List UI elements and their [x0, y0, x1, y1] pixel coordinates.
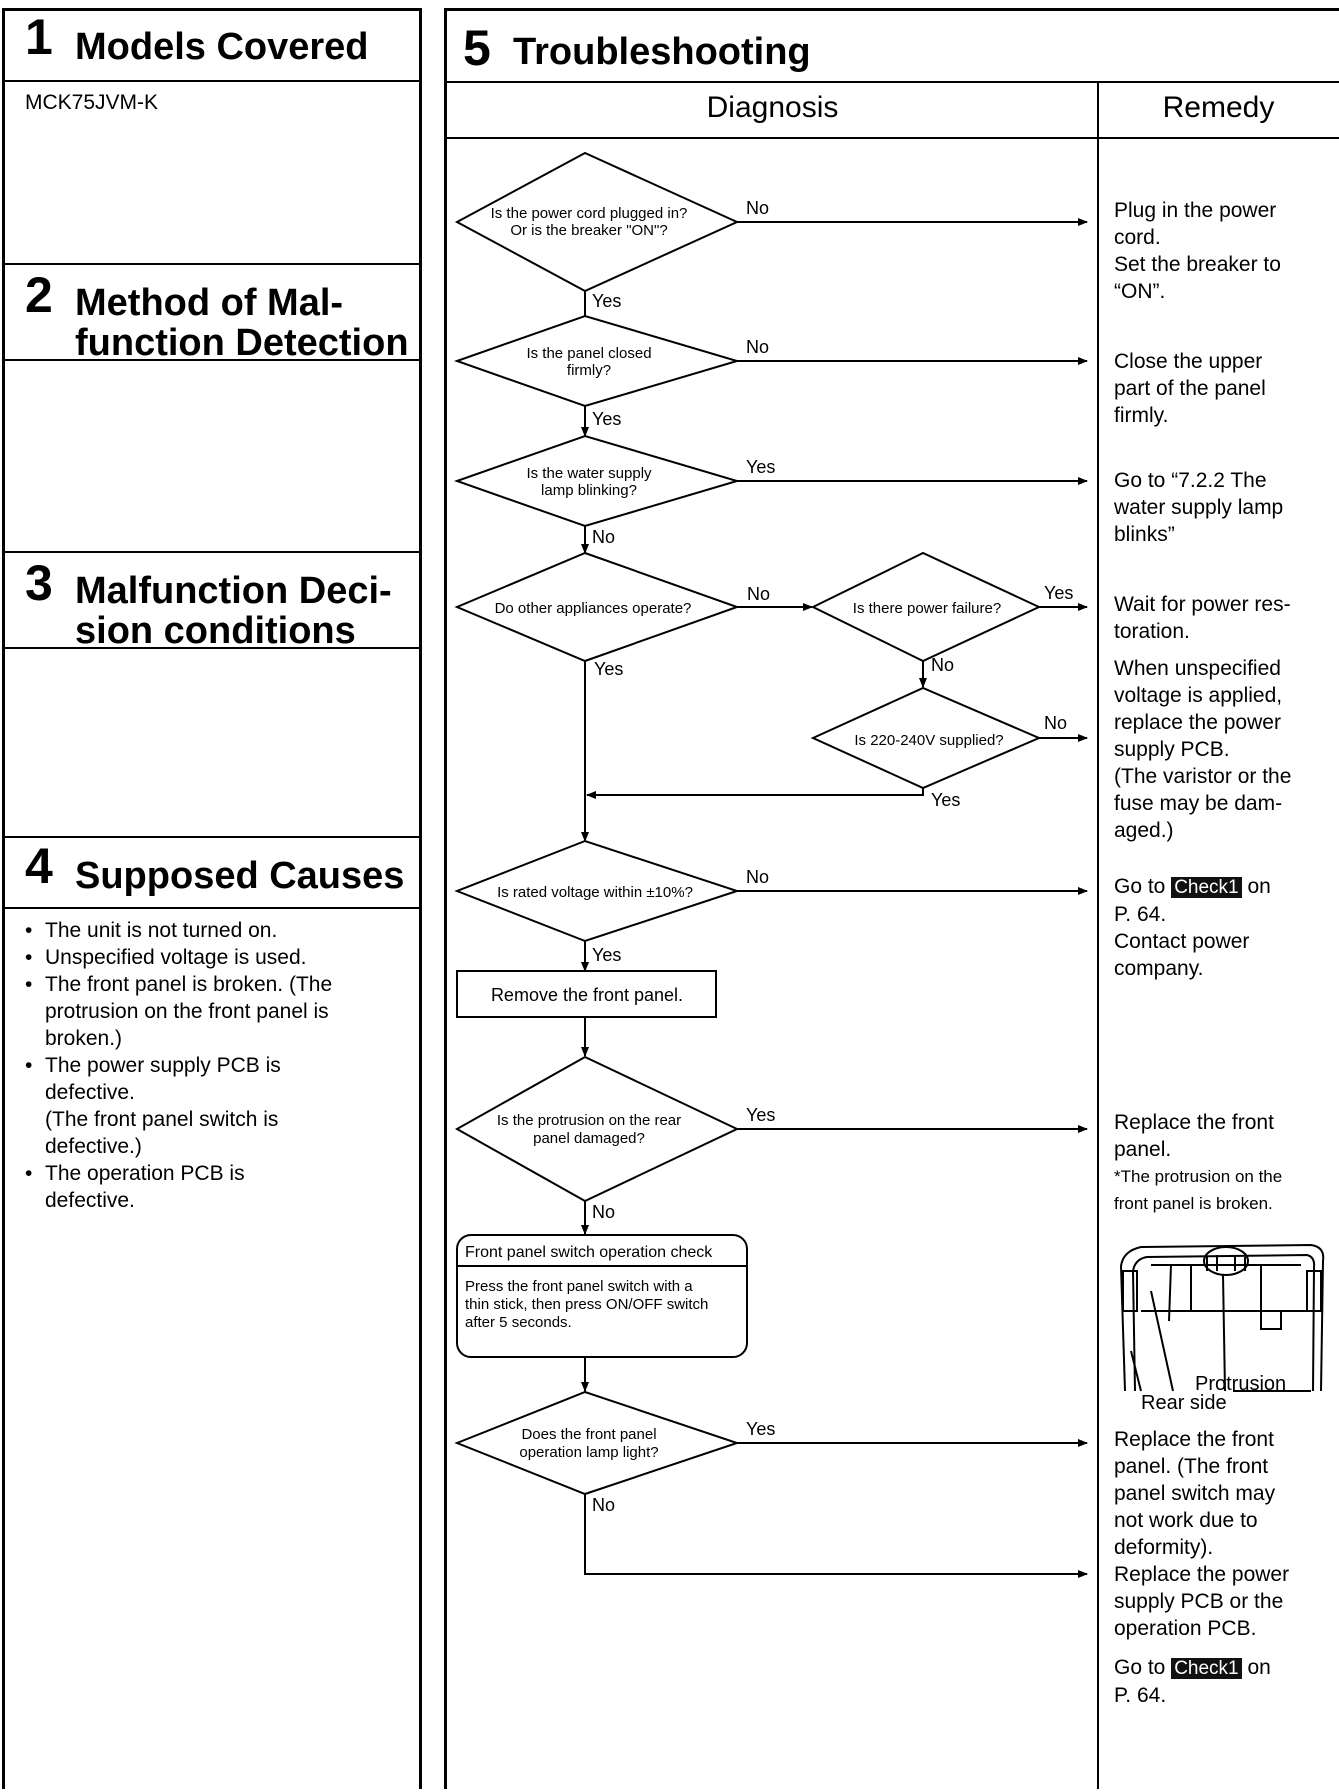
d1-yes-label: Yes: [592, 291, 621, 311]
d6-label: Is 220-240V supplied?: [854, 732, 1003, 749]
remedy-check1-rated-voltage: Go to Check1 on P. 64. Contact power com…: [1114, 875, 1271, 980]
d9-label-line1: Does the front panel: [521, 1426, 656, 1443]
remedy-plug-in: Plug in the power cord. Set the breaker …: [1114, 199, 1281, 303]
d3-label-line2: lamp blinking?: [541, 482, 637, 499]
section-decision-conditions-title: 3 Malfunction Deci- sion conditions: [5, 553, 419, 652]
check-title: Front panel switch operation check: [465, 1244, 713, 1261]
remedy-water-lamp: Go to “7.2.2 The water supply lamp blink…: [1114, 469, 1284, 546]
remedy-check1-final: Go to Check1 on P. 64.: [1114, 1656, 1271, 1707]
section-divider: [5, 836, 419, 838]
d7-label: Is rated voltage within ±10%?: [497, 884, 693, 901]
decision-operation-lamp: [454, 1390, 741, 1496]
decision-protrusion-damaged: [454, 1055, 740, 1203]
d1-label-line1: Is the power cord plugged in?: [491, 205, 688, 222]
d5-no-label: No: [931, 655, 954, 675]
section-supposed-causes-title: 4 Supposed Causes: [5, 838, 419, 909]
d2-label-line1: Is the panel closed: [526, 345, 651, 362]
check-body-line1: Press the front panel switch with a: [465, 1278, 693, 1295]
check1-reference-link[interactable]: Check1: [1171, 877, 1242, 898]
box1-label: Remove the front panel.: [491, 985, 683, 1005]
d6-yes-label: Yes: [931, 790, 960, 810]
d2-yes-label: Yes: [592, 409, 621, 429]
d3-yes-label: Yes: [746, 457, 775, 477]
troubleshooting-flowchart: Is the power cord plugged in? Or is the …: [453, 151, 1088, 1578]
d4-yes-label: Yes: [594, 659, 623, 679]
section-divider: [5, 551, 419, 553]
d9-no-label: No: [592, 1495, 615, 1515]
d7-yes-label: Yes: [592, 945, 621, 965]
d8-yes-label: Yes: [746, 1105, 775, 1125]
d1-label-line2: Or is the breaker "ON"?: [510, 222, 667, 239]
remedy-replace-front-panel: Replace the front panel. *The protrusion…: [1114, 1111, 1283, 1213]
d5-yes-label: Yes: [1044, 583, 1073, 603]
cause-item: The unit is not turned on.: [25, 917, 420, 944]
d2-label-line2: firmly?: [567, 362, 611, 379]
d1-no-label: No: [746, 198, 769, 218]
d9-label-line2: operation lamp light?: [519, 1444, 658, 1461]
d9-yes-label: Yes: [746, 1419, 775, 1439]
check-body-line2: thin stick, then press ON/OFF switch: [465, 1296, 708, 1313]
remedy-unspecified-voltage: When unspecified voltage is applied, rep…: [1114, 657, 1292, 842]
d5-label: Is there power failure?: [853, 600, 1001, 617]
check-body-line3: after 5 seconds.: [465, 1314, 572, 1331]
d8-label-line2: panel damaged?: [533, 1130, 645, 1147]
column-divider: [1097, 81, 1099, 1789]
cause-item: Unspecified voltage is used.: [25, 944, 420, 971]
d7-no-label: No: [746, 867, 769, 887]
table-header-row: Diagnosis Remedy: [447, 81, 1339, 139]
remedy-header: Remedy: [1162, 91, 1275, 124]
models-covered-value: MCK75JVM-K: [25, 91, 159, 114]
fig-protrusion-label: Protrusion: [1195, 1373, 1286, 1395]
diagnosis-header: Diagnosis: [706, 91, 839, 124]
section-divider: [5, 263, 419, 265]
check1-reference-link[interactable]: Check1: [1171, 1658, 1242, 1679]
remedy-close-panel: Close the upper part of the panel firmly…: [1114, 350, 1266, 427]
left-column: 1 Models Covered MCK75JVM-K 2 Method of …: [2, 8, 422, 1789]
remedy-power-restoration: Wait for power res- toration.: [1114, 593, 1291, 643]
d3-label-line1: Is the water supply: [526, 465, 652, 482]
remedy-replace-panel-or-pcb: Replace the front panel. (The front pane…: [1114, 1428, 1290, 1640]
section-models-covered-title: 1 Models Covered: [5, 11, 419, 82]
d6-no-label: No: [1044, 713, 1067, 733]
fig-rear-side-label: Rear side: [1141, 1392, 1227, 1414]
d2-no-label: No: [746, 337, 769, 357]
d3-no-label: No: [592, 527, 615, 547]
rear-panel-figure: Rear side Protrusion: [1119, 1243, 1325, 1414]
section-detection-method-title: 2 Method of Mal- function Detection: [5, 265, 419, 364]
d4-label: Do other appliances operate?: [495, 600, 692, 617]
d8-label-line1: Is the protrusion on the rear: [497, 1112, 681, 1129]
step-remove-front-panel: [456, 970, 717, 1018]
cause-item: The front panel is broken. (Theprotrusio…: [25, 971, 420, 1052]
right-column: 5 Troubleshooting Diagnosis Remedy: [444, 8, 1339, 1789]
supposed-causes-list: The unit is not turned on.Unspecified vo…: [25, 917, 420, 1214]
d4-no-label: No: [747, 584, 770, 604]
troubleshooting-title: 5 Troubleshooting: [447, 11, 1339, 83]
d8-no-label: No: [592, 1202, 615, 1222]
